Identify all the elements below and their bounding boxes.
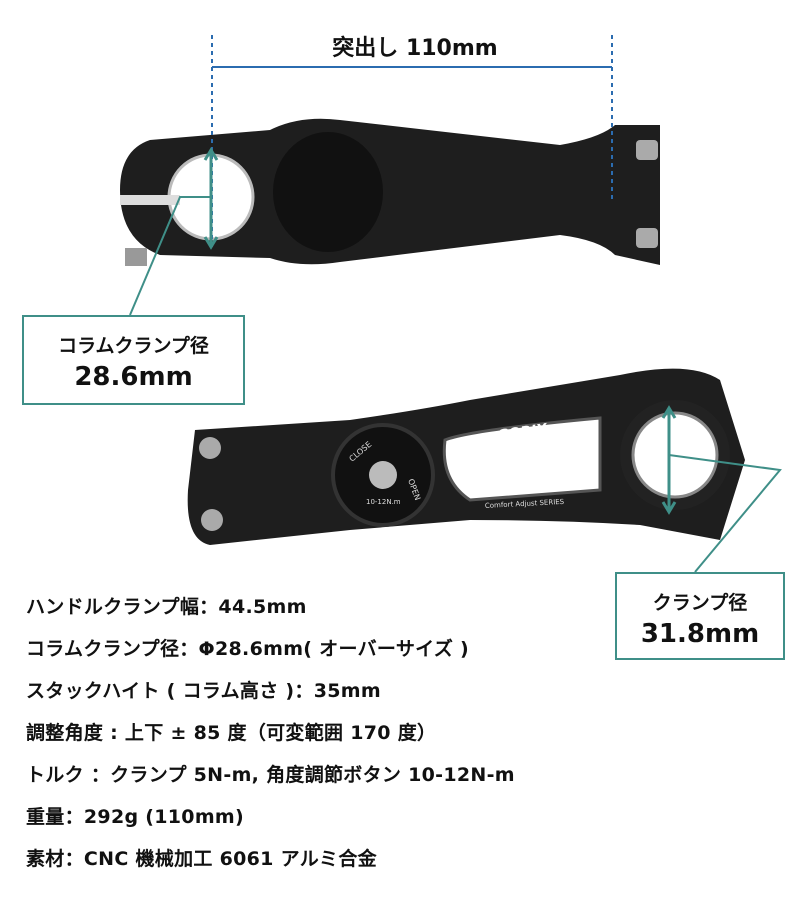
- column-leader-line: [129, 196, 211, 316]
- callout-value: 31.8mm: [640, 619, 760, 649]
- reach-label: 突出し 110mm: [332, 36, 498, 61]
- callout-value: 28.6mm: [74, 362, 193, 392]
- handlebar-leader-line: [668, 454, 782, 573]
- spec-weight: 重量：292g (110mm): [26, 806, 244, 828]
- spec-column-clamp: コラムクランプ径：Φ28.6mm( オーバーサイズ ): [26, 638, 470, 660]
- spec-material: 素材：CNC 機械加工 6061 アルミ合金: [26, 848, 377, 870]
- handlebar-clamp-callout: クランプ径 31.8mm: [615, 572, 785, 660]
- spec-angle: 調整角度 : 上下 ± 85 度（可変範囲 170 度）: [26, 722, 437, 744]
- knob-torque-mark: 10-12N.m: [366, 498, 401, 506]
- spec-torque: トルク ：クランプ 5N-m, 角度調節ボタン 10-12N-m: [26, 764, 515, 786]
- brand-logo: GORIX: [496, 421, 549, 444]
- callout-title: クランプ径: [652, 592, 748, 614]
- callout-title: コラムクランプ径: [58, 335, 209, 357]
- spec-list: ハンドルクランプ幅：44.5mm コラムクランプ径：Φ28.6mm( オーバーサ…: [26, 592, 515, 886]
- spec-handlebar-width: ハンドルクランプ幅：44.5mm: [26, 596, 307, 618]
- stem-side-view: CLOSE OPEN 10-12N.m GORIX Comfort Adjust…: [187, 368, 745, 545]
- spec-stack-height: スタックハイト ( コラム高さ )：35mm: [26, 680, 381, 702]
- stem-top-view: [120, 118, 660, 266]
- column-clamp-callout: コラムクランプ径 28.6mm: [22, 315, 245, 405]
